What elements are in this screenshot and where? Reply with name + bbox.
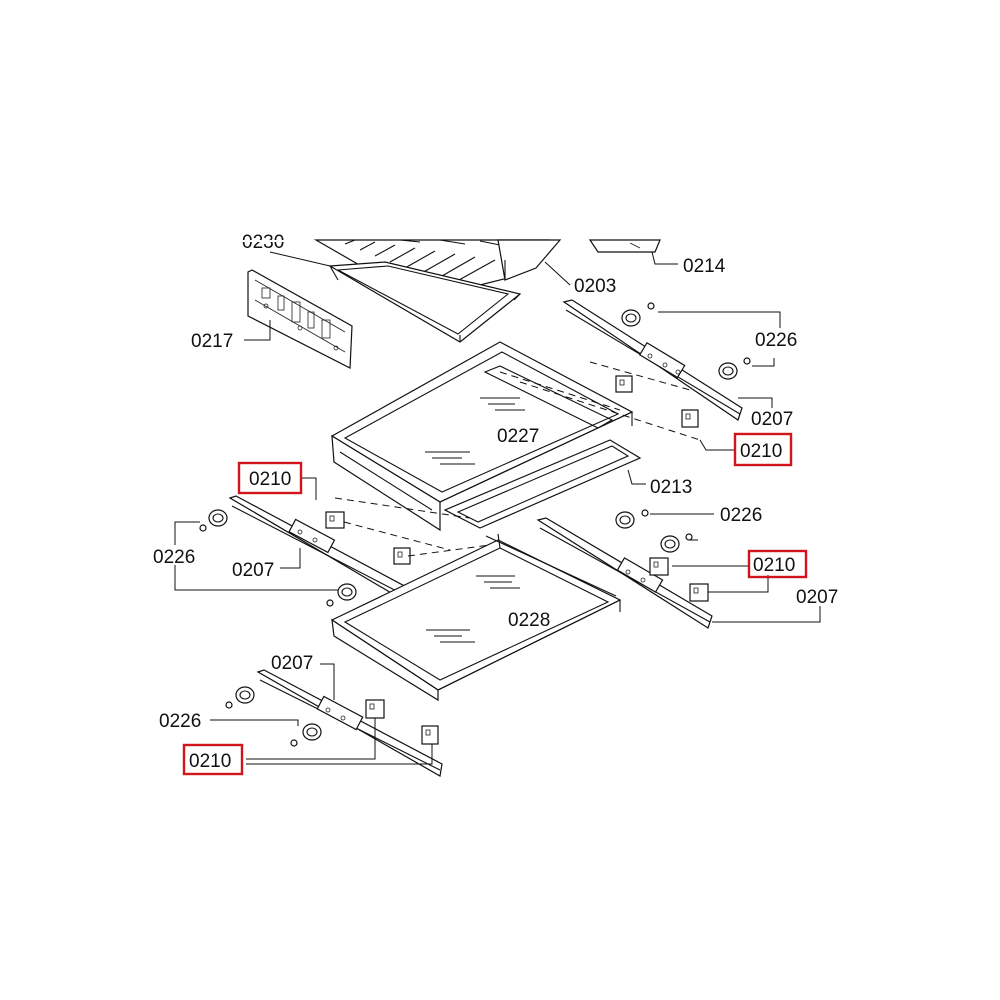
- rail-right-middle-0207: [536, 517, 713, 629]
- part-number-0203: 0203: [574, 276, 616, 297]
- highlight-box-0210-right-middle: [747, 549, 808, 579]
- part-number-0230: 0230: [242, 232, 284, 253]
- bracket-left-middle-2: [393, 547, 411, 565]
- roller-bottom-left-1: [225, 686, 255, 709]
- bracket-left-middle-1: [325, 511, 345, 529]
- roller-upper-right-1: [621, 302, 655, 327]
- storage-tray-0230: [328, 261, 522, 343]
- bracket-bottom-left-2: [421, 725, 439, 745]
- part-number-0226-right-middle: 0226: [720, 505, 762, 526]
- roller-left-middle-1: [199, 509, 228, 532]
- part-number-0228: 0228: [508, 610, 550, 631]
- part-number-0210-bottom: 0210: [189, 751, 231, 772]
- rail-bottom-left-0207: [256, 669, 443, 777]
- roller-right-middle-1: [615, 509, 649, 529]
- cover-bracket-0214: [588, 239, 661, 253]
- roller-upper-right-2: [718, 357, 751, 380]
- rail-left-middle-0207: [228, 495, 413, 605]
- part-number-0227: 0227: [497, 426, 539, 447]
- bracket-upper-right-2: [681, 409, 699, 428]
- guide-dashes-left-middle: [334, 497, 491, 557]
- part-number-0210-upper-right: 0210: [740, 441, 782, 462]
- upper-drawer-0227: [330, 341, 634, 532]
- roller-right-middle-2: [660, 533, 693, 553]
- highlight-box-0210-upper-right: [733, 432, 793, 467]
- part-number-0207-upper-right: 0207: [751, 409, 793, 430]
- part-number-0207-bottom: 0207: [271, 653, 313, 674]
- part-number-0207-left-middle: 0207: [232, 560, 274, 581]
- glass-shelf-0213: [443, 439, 642, 529]
- control-module-0217: [247, 269, 353, 369]
- highlight-box-0210-left-middle: [237, 461, 303, 495]
- bracket-right-middle-2: [689, 583, 709, 602]
- part-number-0207-right-middle: 0207: [796, 587, 838, 608]
- part-number-0226-upper-right: 0226: [755, 330, 797, 351]
- part-number-0214: 0214: [683, 256, 726, 277]
- grille-panel-0203: [497, 239, 562, 281]
- part-number-0210-left-middle: 0210: [249, 469, 291, 490]
- guide-dashes-upper-right: [499, 361, 701, 441]
- bracket-right-middle-1: [649, 557, 669, 576]
- roller-bottom-left-2: [290, 723, 322, 747]
- part-number-0210-right-middle: 0210: [753, 555, 795, 576]
- part-number-0217: 0217: [191, 331, 233, 352]
- label-0230-partial: 0230: [235, 232, 315, 253]
- rail-upper-right-0207: [562, 299, 743, 421]
- lower-drawer-0228: [330, 533, 622, 702]
- leader-lines: [174, 251, 821, 765]
- bracket-bottom-left-1: [365, 699, 385, 719]
- bracket-upper-right-1: [615, 375, 633, 393]
- highlight-box-0210-bottom: [182, 743, 244, 776]
- part-number-0226-bottom: 0226: [159, 711, 201, 732]
- part-number-0226-left-middle: 0226: [153, 547, 195, 568]
- part-number-0213: 0213: [650, 477, 692, 498]
- roller-left-middle-2: [326, 583, 357, 607]
